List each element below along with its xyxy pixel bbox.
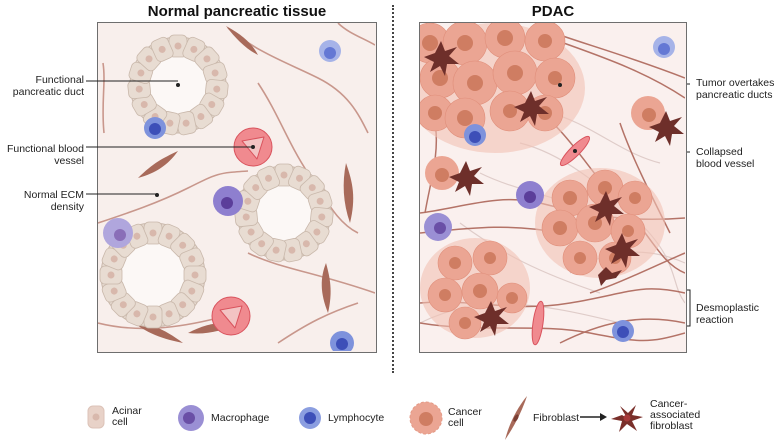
panel-divider: [392, 5, 394, 373]
left-panel-title: Normal pancreatic tissue: [147, 3, 327, 20]
lymphocyte-icon: [299, 407, 321, 429]
annotation-collapsed-blood-vessel: Collapsed blood vessel: [696, 146, 755, 170]
pancreatic-duct-top: [126, 34, 230, 137]
acinar-cell-icon: [87, 405, 105, 429]
fibroblast-icon: [505, 396, 527, 440]
arrow-icon: [580, 413, 607, 421]
annotation-functional-blood-vessel: Functional blood vessel: [6, 143, 84, 167]
legend-macrophage: Macrophage: [176, 403, 269, 433]
pdac-panel: [419, 22, 687, 353]
normal-tissue-panel: [97, 22, 377, 353]
annotation-normal-ecm-density: Normal ECM density: [23, 189, 84, 213]
cancer-associated-fibroblast-icon: [611, 405, 643, 432]
right-panel-title: PDAC: [531, 3, 575, 20]
tumor-cluster-1: [420, 23, 585, 153]
legend-fibroblast: Fibroblast: [503, 394, 579, 442]
annotation-functional-pancreatic-duct: Functional pancreatic duct: [12, 74, 84, 98]
cancer-cell-icon: [409, 401, 443, 435]
macrophage-icon: [178, 405, 204, 431]
annotation-desmoplastic-reaction: Desmoplastic reaction: [696, 302, 760, 326]
legend-lymphocyte: Lymphocyte: [298, 406, 384, 430]
annotation-tumor-overtakes-ducts: Tumor overtakes pancreatic ducts: [696, 77, 775, 101]
